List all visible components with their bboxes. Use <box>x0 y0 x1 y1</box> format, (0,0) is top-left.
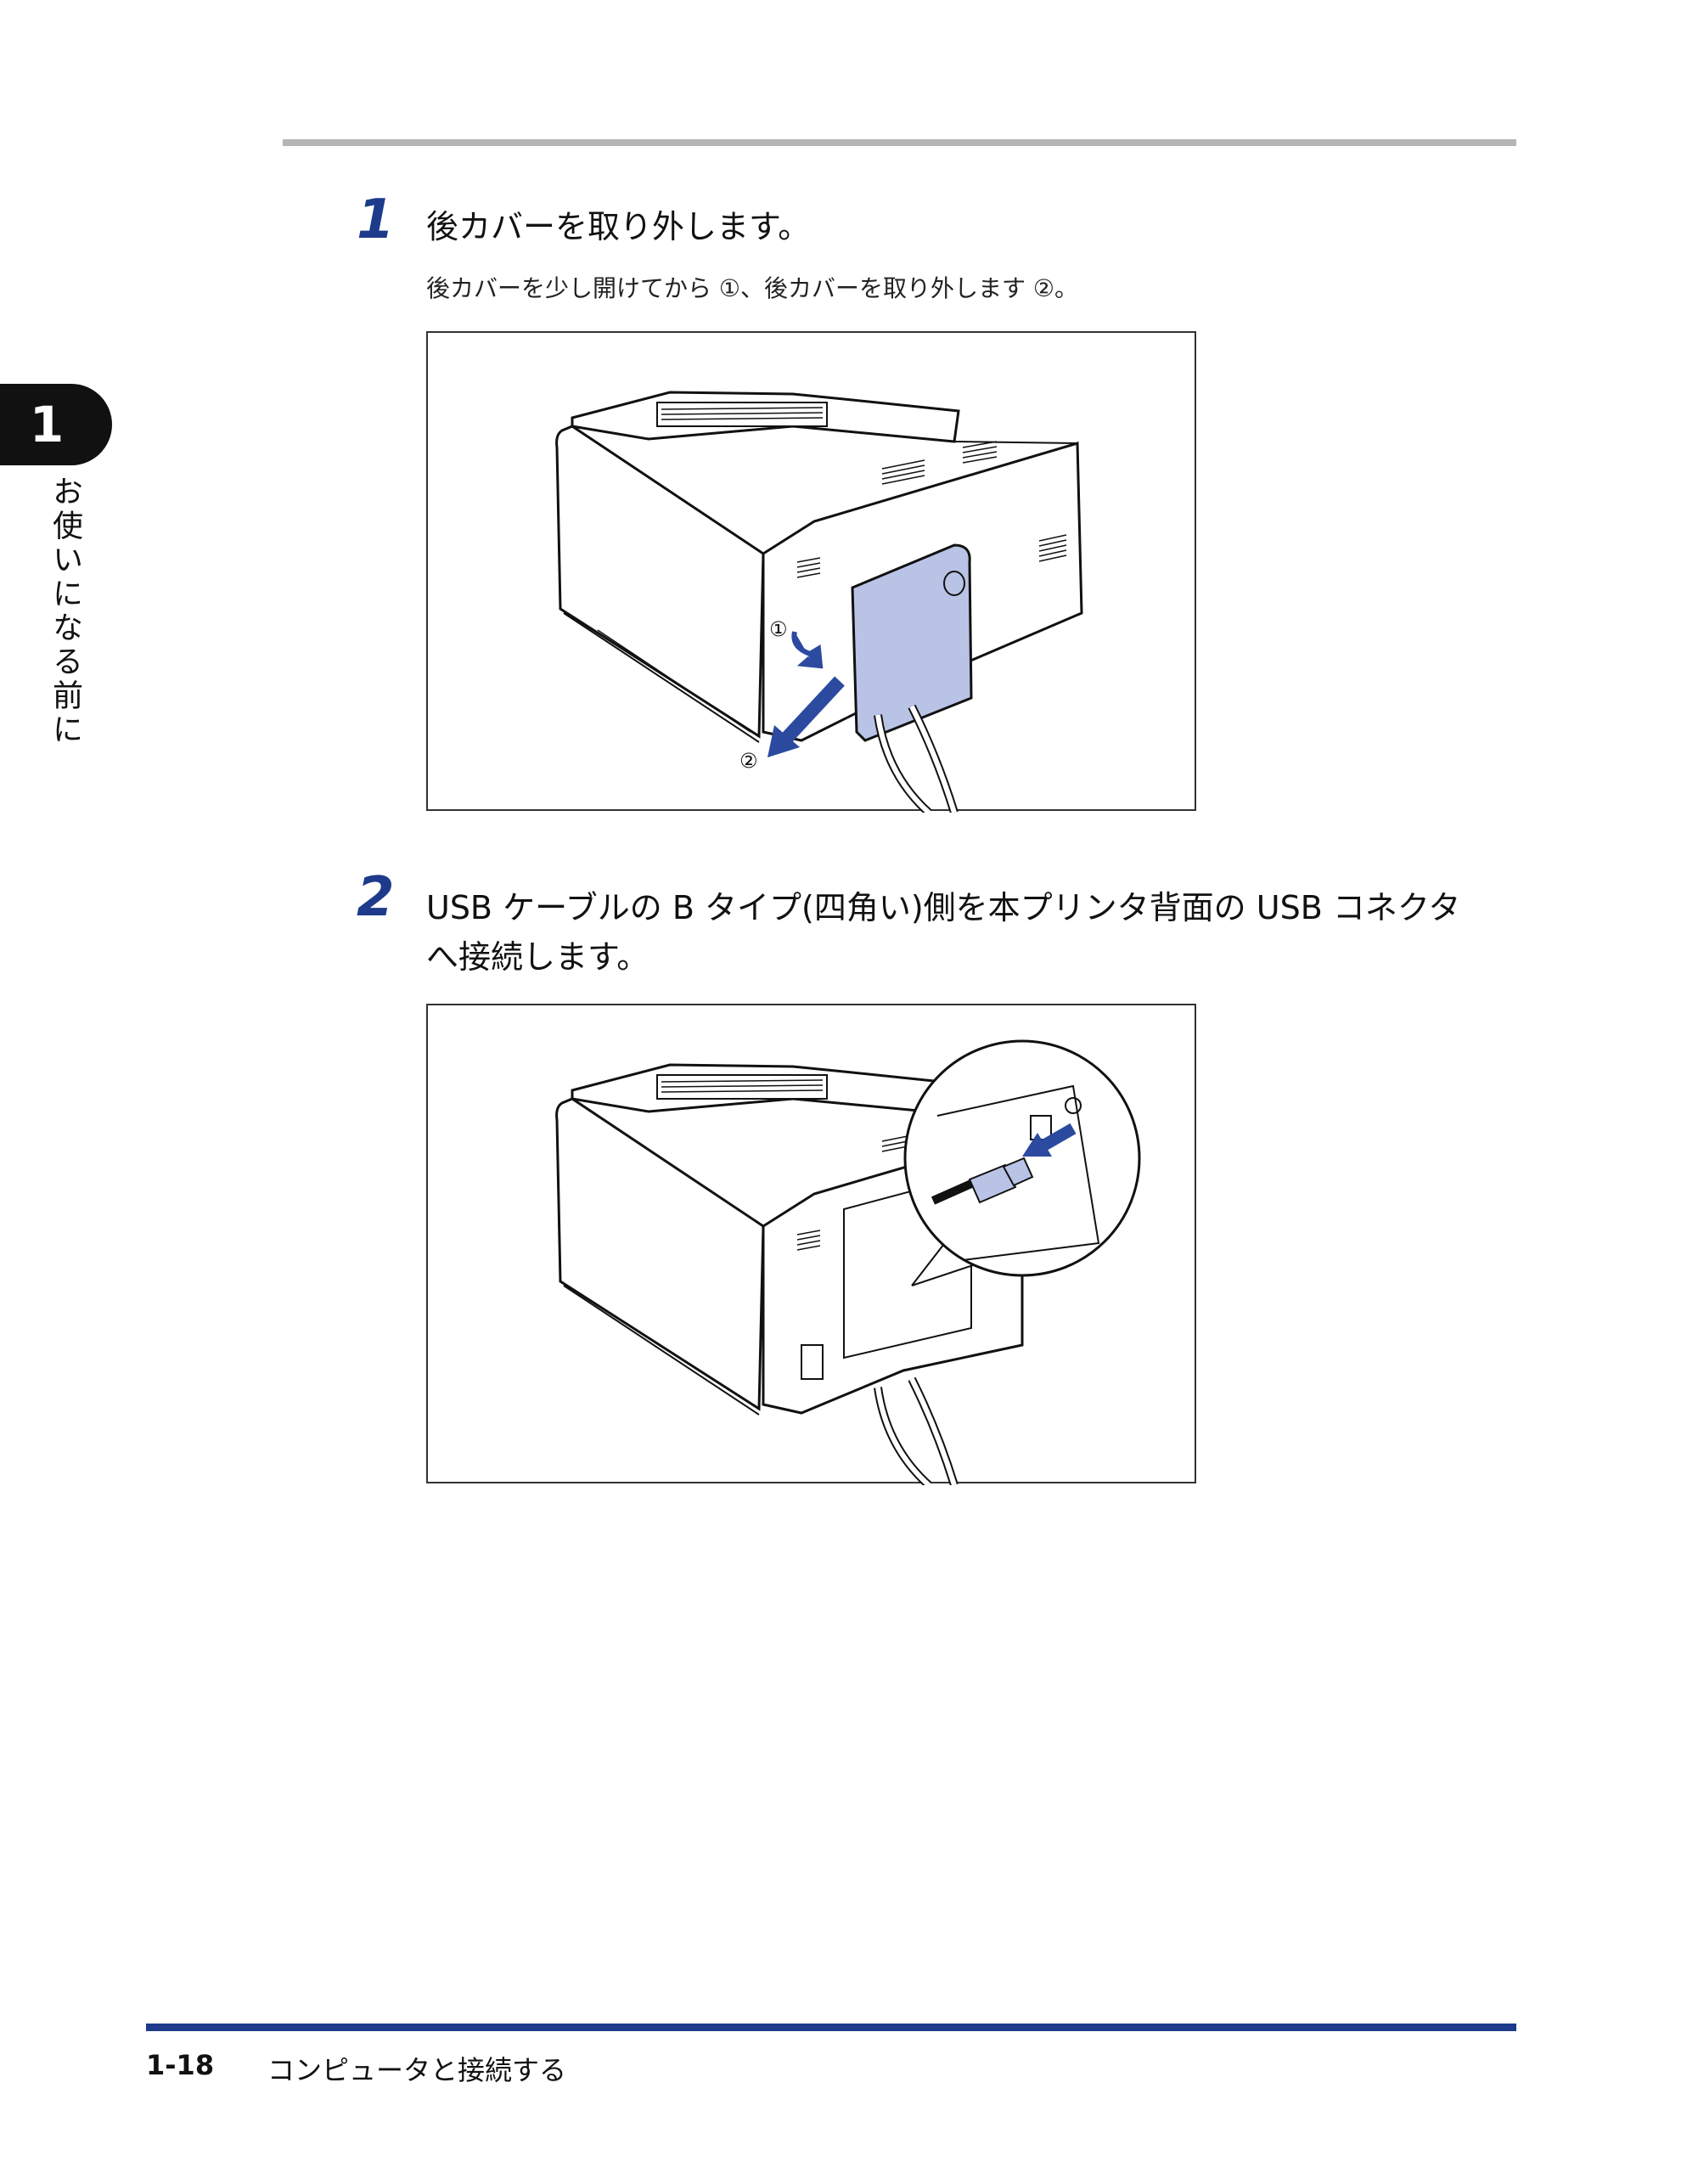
footer-title: コンピュータと接続する <box>267 2054 567 2086</box>
chapter-tab: 1 <box>0 384 112 465</box>
chapter-label: お使いになる前に <box>48 476 82 747</box>
chapter-number: 1 <box>29 396 65 453</box>
callout-1: ① <box>769 617 788 641</box>
figure-connect-usb <box>426 1004 1196 1485</box>
step-2-title-line1: USB ケーブルの B タイプ(四角い)側を本プリンタ背面の USB コネクタ <box>426 889 1461 926</box>
bottom-rule <box>146 2024 1516 2031</box>
callout-2: ② <box>739 749 758 773</box>
figure-remove-cover: ① ② <box>426 331 1196 813</box>
top-rule <box>283 139 1516 146</box>
page-number: 1-18 <box>146 2049 215 2081</box>
printer-usb-illustration <box>555 1039 1141 1485</box>
step-2-title-line2: へ接続します。 <box>426 938 649 976</box>
step-1-description: 後カバーを少し開けてから ①、後カバーを取り外します ②。 <box>426 274 1079 302</box>
step-1-title: 後カバーを取り外します。 <box>426 208 811 245</box>
printer-cover-illustration: ① ② <box>555 391 1083 813</box>
step-1-number: 1 <box>357 189 395 251</box>
step-2-number: 2 <box>357 866 395 929</box>
